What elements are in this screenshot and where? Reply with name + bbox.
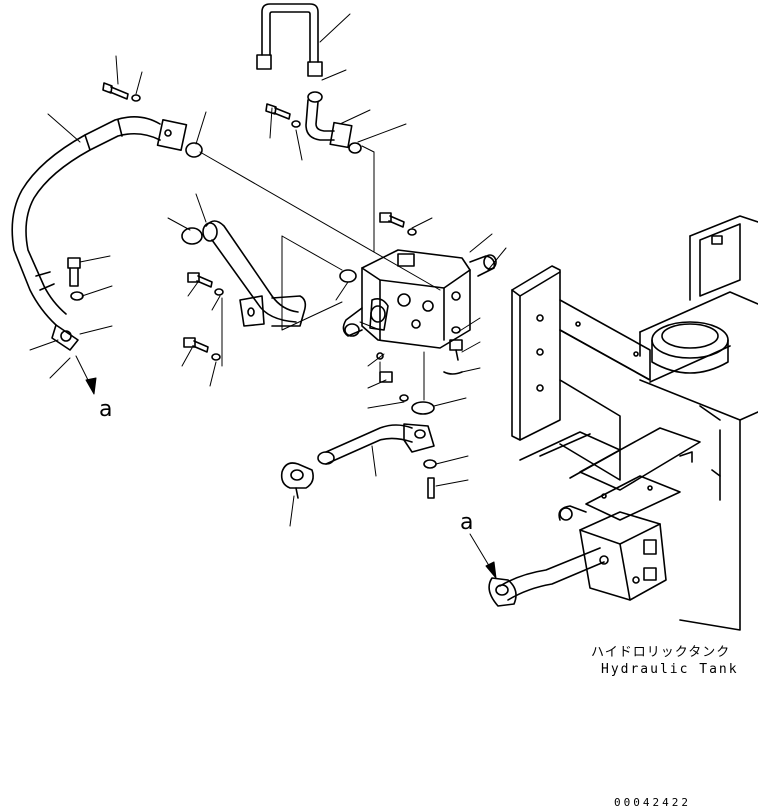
o-ring-upper-left xyxy=(185,142,203,158)
lower-pipe xyxy=(317,423,437,499)
chassis-frame xyxy=(511,265,701,521)
o-ring-left-mid xyxy=(181,227,203,245)
bolt-valve-top xyxy=(379,212,417,236)
guide-lines xyxy=(199,145,441,401)
o-ring-valve xyxy=(339,269,357,283)
callout-arrow-right xyxy=(469,533,497,579)
tank-label-japanese: ハイドロリックタンク xyxy=(591,645,731,660)
u-pipe-top xyxy=(256,3,323,77)
bolt-left-mid xyxy=(67,257,84,301)
bolts-middle-left xyxy=(183,272,224,361)
middle-left-hose xyxy=(202,220,307,327)
drawing-number: 00042422 xyxy=(614,796,691,809)
bolt-top-left xyxy=(102,82,141,102)
suction-hose xyxy=(488,547,605,607)
tank-port-fitting xyxy=(558,505,667,601)
callout-arrow-left xyxy=(75,355,97,395)
hydraulic-tank xyxy=(639,215,758,631)
callout-label-a-left: a xyxy=(99,397,113,422)
tank-label-english: Hydraulic Tank xyxy=(601,662,739,677)
elbow-pipe-top xyxy=(265,91,362,154)
left-long-hose xyxy=(11,116,188,351)
pipe-clamp xyxy=(280,462,314,499)
control-valve xyxy=(342,249,497,415)
leader-lines xyxy=(29,13,507,527)
callout-label-a-right: a xyxy=(460,510,474,535)
